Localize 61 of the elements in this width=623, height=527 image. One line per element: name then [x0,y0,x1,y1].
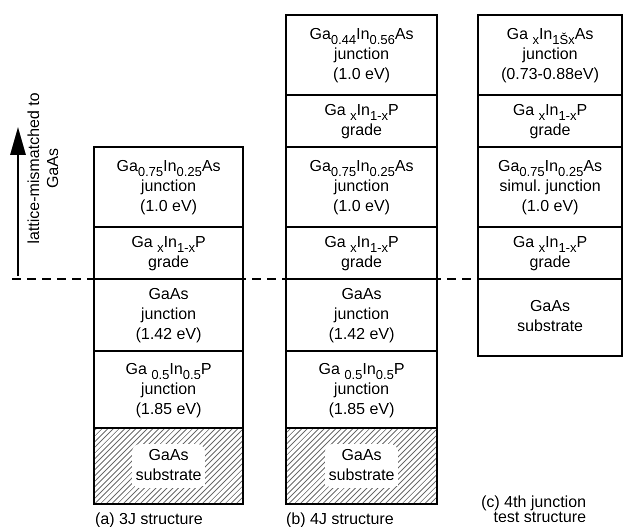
layer-label: junction [334,177,390,198]
layer-box [477,94,623,148]
layer-label: substrate [132,466,206,486]
layer-label: GaAs [341,285,382,306]
layer-label: Ga $_{0.5}$In$_{0.5}$P [126,360,212,380]
layer-label: junction [140,380,196,400]
layer-box [477,278,623,356]
layer-label: junction [140,177,196,198]
layer-label: (1.42 eV) [328,325,394,346]
layer-label: Ga $_{x}$In$_{1-x}$P [324,233,399,254]
substrate-box [285,427,438,504]
layer-label: grade [341,121,382,142]
layer-label: Ga $_{x}$In$_{1-x}$P [131,233,206,254]
layer-label: (1.85 eV) [136,400,202,420]
layer-box [477,14,623,96]
caption: (c) 4th junction test structure [480,495,586,525]
layer-label: (1.0 eV) [522,197,578,218]
layer-label: Ga$_{0.44}$In$_{0.56}$As [310,25,414,46]
layer-box [285,226,438,280]
layer-label: (0.73-0.88eV) [501,65,599,86]
layer-label: Ga $_{x}$In$_{1-x}$P [512,233,588,254]
layer-label: junction [334,380,390,400]
layer-label: (1.0 eV) [333,65,390,86]
layer-label: Ga $_{x}$In$_{1Šx}$As [506,25,594,46]
layer-label: junction [334,305,390,326]
layer-box [285,350,438,430]
layer-label: Ga$_{0.75}$In$_{0.25}$As [310,157,414,178]
layer-label: Ga$_{0.75}$In$_{0.25}$As [498,157,602,178]
layer-label: GaAs [148,285,188,306]
layer-label: junction [334,45,390,66]
layer-box [93,350,244,430]
layer-box [93,146,244,228]
layer-label: Ga $_{x}$In$_{1-x}$P [512,101,588,122]
layer-box [93,226,244,280]
layer-box [285,14,438,96]
layer-label: junction [522,45,578,66]
layer-label: grade [148,253,189,274]
layer-label: grade [341,253,382,274]
caption: (b) 4J structure [286,512,394,527]
layer-box [93,278,244,352]
layer-box [285,94,438,148]
layer-label: Ga $_{x}$In$_{1-x}$P [324,101,399,122]
layer-label: (1.0 eV) [140,197,197,218]
layer-box [477,226,623,280]
layer-box [285,278,438,352]
layer-label: grade [530,253,570,274]
layer-label: grade [530,121,570,142]
axis-label: lattice-mismatched to GaAs [25,91,63,246]
layer-label: (1.85 eV) [328,400,394,420]
layer-label: substrate [324,466,398,486]
substrate-box [93,427,244,504]
layer-label: GaAs [530,297,570,318]
layer-label: (1.0 eV) [333,197,390,218]
layer-label: junction [140,305,196,326]
layer-label: Ga$_{0.75}$In$_{0.25}$As [116,157,220,178]
layer-label: simul. junction [499,177,601,198]
layer-label: Ga $_{0.5}$In$_{0.5}$P [318,360,404,380]
layer-box [285,146,438,228]
layer-box [477,146,623,228]
layer-label: substrate [517,317,583,338]
layer-label: (1.42 eV) [136,325,202,346]
